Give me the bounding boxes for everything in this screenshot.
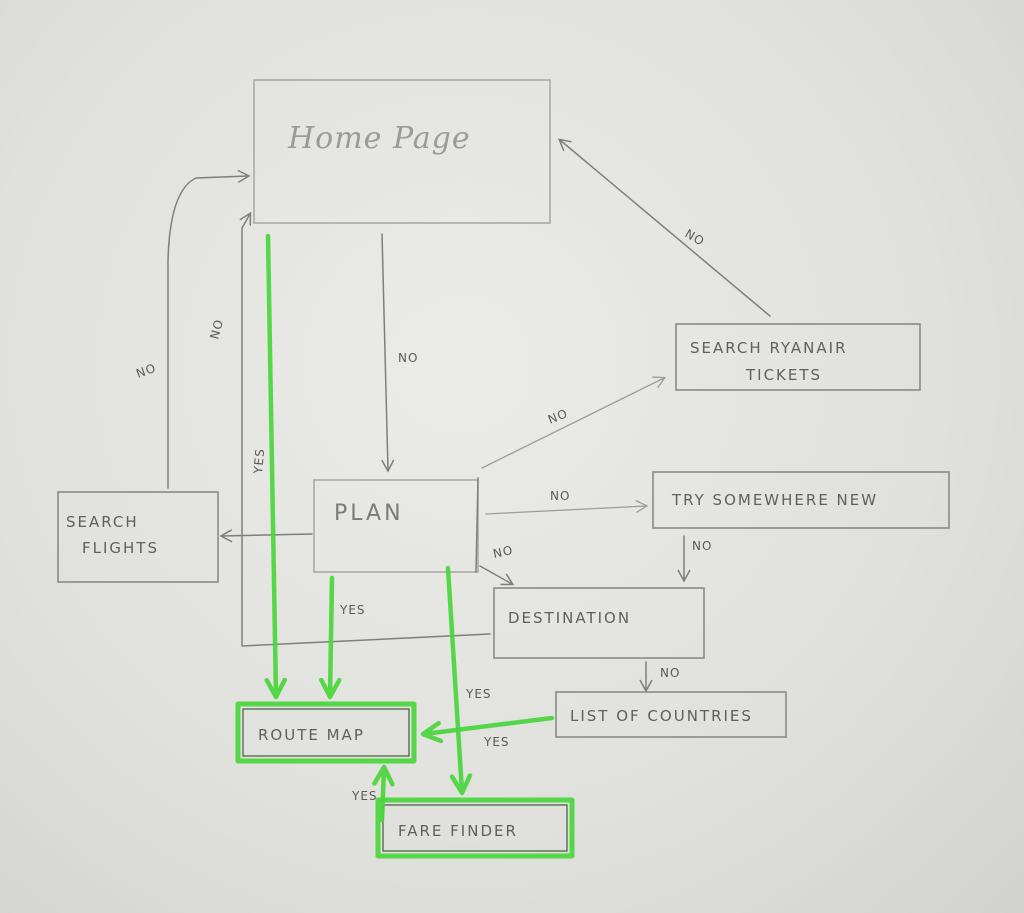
edge-search-flights-to-home [167, 169, 251, 489]
edge-label-plan-to-route-map: YES [339, 603, 366, 617]
edge-label-plan-to-fare-finder: YES [465, 687, 492, 701]
edge-destination-to-home [239, 211, 491, 647]
try-somewhere-new-box [652, 471, 950, 529]
plan-label: PLAN [334, 501, 404, 526]
edge-label-plan-to-ryanair: NO [546, 406, 570, 427]
search-flights-node: SEARCH FLIGHTS [57, 491, 219, 583]
edge-plan-to-destination [479, 565, 515, 586]
list-of-countries-label: LIST OF COUNTRIES [570, 707, 753, 725]
fare-finder-highlight [375, 797, 575, 859]
search-ryanair-tickets-node: SEARCH RYANAIR TICKETS [675, 323, 921, 391]
edge-label-destination-to-home: NO [207, 317, 226, 340]
edge-label-search-flights-to-home: NO [134, 361, 158, 381]
search-flights-box [57, 491, 219, 583]
edge-label-plan-to-try-new: NO [550, 489, 570, 503]
fare-finder-node: FARE FINDER [375, 797, 575, 859]
search-ryanair-tickets-label-line2: TICKETS [745, 366, 822, 384]
destination-node: DESTINATION [493, 587, 705, 659]
search-flights-label-line1: SEARCH [66, 513, 139, 531]
list-of-countries-box [555, 691, 787, 738]
home-page-label: Home Page [287, 121, 471, 156]
edge-home-to-route-map [268, 233, 276, 696]
fare-finder-label: FARE FINDER [398, 822, 518, 840]
edge-label-try-new-to-destination: NO [692, 539, 712, 553]
search-flights-label-line2: FLIGHTS [82, 539, 159, 557]
edge-fare-finder-to-route-map [382, 768, 384, 823]
home-page-box [253, 79, 551, 224]
edge-label-destination-to-countries: NO [660, 666, 680, 680]
plan-box [313, 479, 479, 573]
route-map-node: ROUTE MAP [235, 701, 417, 764]
edge-plan-to-try-new [485, 499, 649, 515]
edge-countries-to-route-map [424, 715, 555, 734]
route-map-label: ROUTE MAP [258, 726, 365, 744]
edge-plan-to-fare-finder [445, 565, 462, 792]
plan-node: PLAN [313, 479, 479, 573]
edge-plan-to-ryanair [481, 376, 667, 469]
home-page-node: Home Page [253, 79, 551, 224]
route-map-box [242, 708, 410, 757]
try-somewhere-new-label: TRY SOMEWHERE NEW [671, 491, 878, 509]
search-ryanair-tickets-label-line1: SEARCH RYANAIR [690, 339, 848, 357]
edge-label-plan-to-destination: NO [492, 543, 515, 561]
edge-plan-to-route-map [330, 575, 332, 696]
fare-finder-box [382, 804, 568, 852]
edge-label-fare-finder-to-route-map: YES [351, 789, 378, 803]
destination-box [493, 587, 705, 659]
edge-ryanair-to-home [558, 138, 771, 317]
list-of-countries-node: LIST OF COUNTRIES [555, 691, 787, 738]
edge-label-countries-to-route-map: YES [483, 735, 510, 749]
try-somewhere-new-node: TRY SOMEWHERE NEW [652, 471, 950, 529]
destination-label: DESTINATION [508, 609, 631, 627]
search-ryanair-tickets-box [675, 323, 921, 391]
plan-right-edge [475, 477, 479, 573]
edge-plan-to-search-flights [219, 529, 313, 543]
edge-home-to-plan [381, 233, 395, 473]
edge-label-home-to-route-map: YES [251, 448, 267, 476]
edge-label-home-to-plan: NO [398, 351, 418, 365]
route-map-highlight [235, 701, 417, 764]
